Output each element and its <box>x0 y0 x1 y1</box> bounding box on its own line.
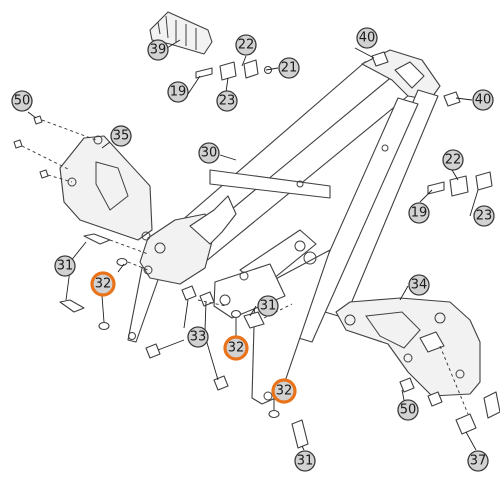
callout-34: 34 <box>408 274 430 296</box>
callout-31: 31 <box>257 295 279 317</box>
callouts: 39 22 40 50 19 21 23 40 <box>11 27 495 472</box>
svg-text:40: 40 <box>359 31 376 46</box>
svg-text:50: 50 <box>14 94 31 109</box>
left-mount-hardware <box>59 233 149 331</box>
svg-text:35: 35 <box>113 129 130 144</box>
callout-33: 33 <box>187 326 209 348</box>
callout-50: 50 <box>397 399 419 421</box>
callout-37: 37 <box>467 450 489 472</box>
svg-text:31: 31 <box>297 454 314 469</box>
svg-text:50: 50 <box>400 403 417 418</box>
callout-23: 23 <box>473 205 495 227</box>
right-footpeg-bracket <box>335 297 500 435</box>
callout-32-highlighted: 32 <box>90 271 116 297</box>
svg-text:32: 32 <box>276 384 293 399</box>
svg-text:40: 40 <box>475 93 492 108</box>
svg-text:32: 32 <box>228 341 245 356</box>
svg-text:37: 37 <box>470 454 487 469</box>
callout-21: 21 <box>278 57 300 79</box>
callout-40: 40 <box>356 27 378 49</box>
svg-text:23: 23 <box>476 209 493 224</box>
svg-text:19: 19 <box>170 85 187 100</box>
svg-text:39: 39 <box>150 43 167 58</box>
svg-text:19: 19 <box>411 206 428 221</box>
callout-22: 22 <box>442 149 464 171</box>
callout-32-highlighted: 32 <box>223 335 249 361</box>
callout-39: 39 <box>147 39 169 61</box>
svg-text:21: 21 <box>281 61 298 76</box>
left-footpeg-bracket <box>13 115 153 241</box>
callout-30: 30 <box>198 142 220 164</box>
callout-40: 40 <box>472 89 494 111</box>
svg-text:31: 31 <box>57 259 74 274</box>
callout-19: 19 <box>408 202 430 224</box>
svg-text:22: 22 <box>238 38 255 53</box>
callout-23: 23 <box>216 90 238 112</box>
svg-text:23: 23 <box>219 94 236 109</box>
svg-text:31: 31 <box>260 299 277 314</box>
callout-22: 22 <box>235 34 257 56</box>
svg-text:32: 32 <box>95 277 112 292</box>
main-frame <box>127 49 441 405</box>
callout-19: 19 <box>167 81 189 103</box>
leader-lines <box>27 39 479 451</box>
svg-text:30: 30 <box>201 146 218 161</box>
callout-32-highlighted: 32 <box>271 378 297 404</box>
callout-50: 50 <box>11 90 33 112</box>
svg-text:22: 22 <box>445 153 462 168</box>
callout-31: 31 <box>294 450 316 472</box>
svg-text:34: 34 <box>411 278 428 293</box>
top-footpeg-hardware <box>195 51 389 81</box>
callout-35: 35 <box>110 125 132 147</box>
center-mount-hardware <box>145 285 309 449</box>
svg-text:33: 33 <box>190 330 207 345</box>
callout-31: 31 <box>54 255 76 277</box>
right-footpeg-hardware <box>427 91 493 197</box>
